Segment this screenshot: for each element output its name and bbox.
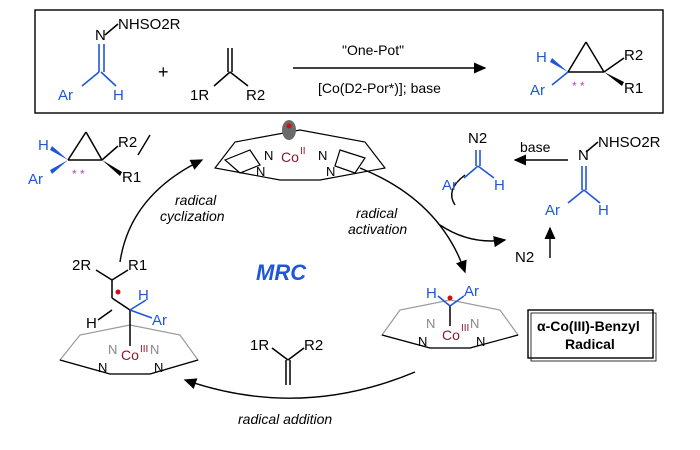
step-activation-line1: radical — [356, 205, 398, 221]
radical-intermediate: N N N N Co III 2R R1 H Ar H — [58, 257, 199, 375]
svg-text:N: N — [426, 316, 435, 331]
diazo-entry-arc — [451, 174, 466, 206]
step-activation-line2: activation — [348, 221, 407, 237]
svg-text:* *: * * — [72, 167, 85, 181]
arc-cyclization — [119, 159, 204, 263]
svg-text:NHSO2R: NHSO2R — [598, 134, 661, 151]
svg-text:R1: R1 — [128, 257, 147, 274]
svg-text:N: N — [326, 164, 335, 179]
svg-text:Ar: Ar — [58, 87, 73, 104]
hydrazone-reactant: N NHSO2R Ar H — [58, 16, 181, 104]
top-reaction-box — [34, 9, 664, 114]
svg-text:H: H — [38, 137, 49, 154]
step-cyclization-line2: cyclization — [160, 208, 225, 224]
svg-text:R2: R2 — [118, 134, 137, 151]
cyclopropane-cycle-product: H Ar R2 R1 * * — [28, 131, 141, 188]
svg-text:R1: R1 — [624, 80, 643, 97]
arrow-label-top: "One-Pot" — [342, 42, 404, 58]
svg-text:N: N — [108, 342, 117, 357]
svg-text:R2: R2 — [624, 47, 643, 64]
svg-text:Ar: Ar — [464, 283, 479, 300]
mrc-label: MRC — [256, 260, 307, 285]
svg-text:Ar: Ar — [152, 312, 167, 329]
svg-text:NHSO2R: NHSO2R — [118, 16, 181, 33]
svg-text:N: N — [95, 27, 106, 44]
svg-text:Ar: Ar — [530, 82, 545, 99]
hydrazone-right: N NHSO2R Ar H — [545, 134, 661, 219]
svg-text:H: H — [598, 202, 609, 219]
svg-text:N: N — [256, 164, 265, 179]
step-cyclization-line1: radical — [175, 192, 217, 208]
svg-text:N: N — [470, 316, 479, 331]
svg-text:N: N — [578, 147, 589, 164]
benzyl-box-title: α-Co(III)-Benzyl — [537, 318, 640, 334]
svg-text:III: III — [140, 344, 148, 355]
svg-text:2R: 2R — [72, 257, 91, 274]
svg-text:N: N — [264, 148, 273, 163]
svg-text:Ar: Ar — [545, 202, 560, 219]
svg-text:N: N — [98, 360, 107, 375]
alkene-reactant: 1R R2 — [190, 48, 265, 104]
svg-text:R2: R2 — [304, 337, 323, 354]
svg-text:Ar: Ar — [28, 171, 43, 188]
svg-text:N: N — [418, 334, 427, 349]
svg-text:H: H — [113, 87, 124, 104]
benzyl-box-subtitle: Radical — [565, 336, 615, 352]
svg-text:H: H — [426, 285, 437, 302]
svg-text:Co: Co — [121, 347, 139, 363]
benzyl-radical-box — [527, 309, 654, 359]
step-addition-label: radical addition — [238, 411, 332, 427]
svg-text:N: N — [318, 148, 327, 163]
svg-text:1R: 1R — [250, 337, 269, 354]
radical-orbital-icon — [282, 120, 296, 140]
base-label: base — [520, 139, 551, 155]
svg-text:H: H — [86, 315, 97, 332]
arrow-label-bottom: [Co(D2-Por*)]; base — [318, 80, 441, 96]
svg-text:III: III — [461, 323, 469, 334]
svg-text:H: H — [536, 49, 547, 66]
cyclopropane-product: H Ar R2 R1 * * — [530, 41, 643, 99]
n2-release-arrow — [439, 224, 507, 248]
svg-text:* *: * * — [572, 79, 585, 93]
svg-text:N2: N2 — [468, 130, 487, 147]
svg-text:H: H — [494, 177, 505, 194]
n2-released: N2 — [515, 249, 534, 266]
svg-text:R2: R2 — [246, 87, 265, 104]
svg-text:1R: 1R — [190, 87, 209, 104]
svg-text:H: H — [138, 287, 149, 304]
co-ii-porphyrin: N N N N Co II — [213, 120, 387, 181]
diazo-compound: N2 Ar H — [442, 130, 505, 194]
arc-addition — [183, 371, 416, 399]
arc-activation — [359, 167, 467, 274]
plus-sign: + — [158, 62, 169, 82]
svg-text:R1: R1 — [122, 169, 141, 186]
svg-text:Co: Co — [281, 149, 299, 165]
co-iii-benzyl-porphyrin: N N N N Co III H Ar — [381, 283, 519, 349]
alkene-cycle: 1R R2 — [250, 337, 323, 385]
svg-text:Co: Co — [442, 327, 460, 343]
svg-text:Ar: Ar — [442, 177, 457, 194]
svg-text:N: N — [154, 360, 163, 375]
svg-text:N: N — [476, 334, 485, 349]
svg-text:II: II — [300, 146, 306, 157]
svg-text:N: N — [150, 342, 159, 357]
